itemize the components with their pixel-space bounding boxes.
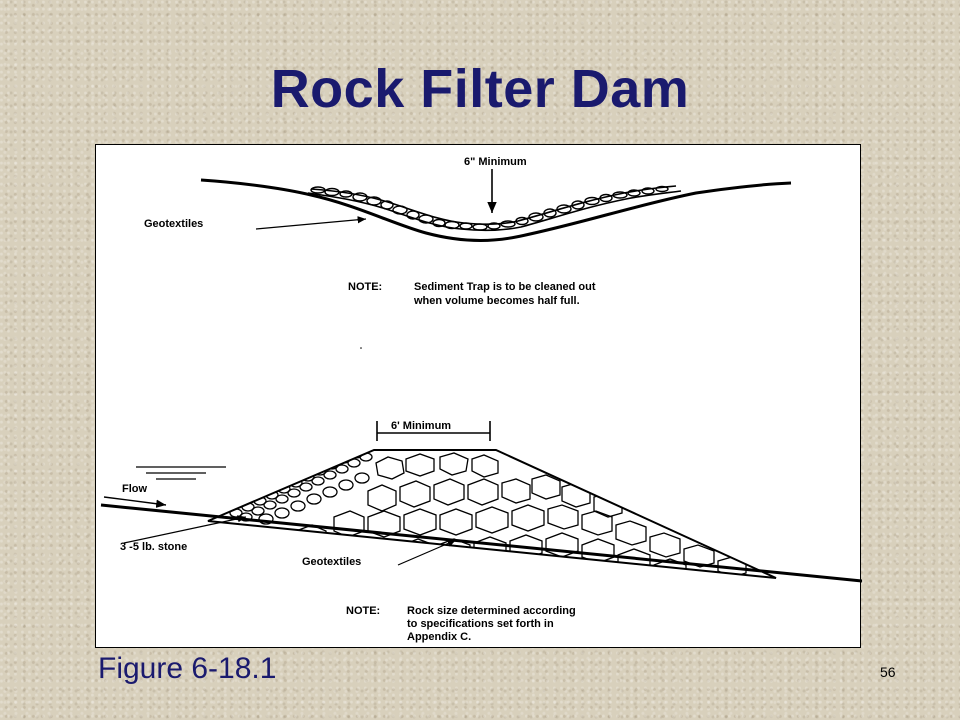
bottom-note-line3: Appendix C. (407, 631, 471, 643)
top-note-line1: Sediment Trap is to be cleaned out (414, 281, 596, 293)
bottom-cross-section: Flow (100, 420, 862, 643)
stone-arrow (123, 515, 247, 544)
crest-min-label: 6' Minimum (391, 420, 451, 432)
bottom-note-line1: Rock size determined according (407, 605, 576, 617)
top-cross-section: 6" Minimum Geotextiles NOTE: Sediment Tr… (144, 156, 792, 349)
top-note-label: NOTE: (348, 281, 382, 293)
bottom-geotextiles-label: Geotextiles (302, 556, 361, 568)
top-geotextiles-label: Geotextiles (144, 218, 203, 230)
diagram-panel: 6" Minimum Geotextiles NOTE: Sediment Tr… (95, 144, 862, 648)
top-geotextiles-arrow (255, 216, 367, 230)
figure-caption: Figure 6-18.1 (98, 652, 277, 685)
crest-width-bracket (376, 421, 491, 441)
speck (360, 347, 362, 349)
water-surface (136, 466, 226, 480)
top-note-line2: when volume becomes half full. (413, 295, 580, 307)
rock-filter-dam-diagram: 6" Minimum Geotextiles NOTE: Sediment Tr… (100, 156, 862, 643)
flow-label: Flow (122, 483, 147, 495)
page-number: 56 (880, 664, 896, 680)
bottom-geotextiles-arrow (397, 539, 457, 566)
dam-body (207, 449, 777, 579)
top-min-label: 6" Minimum (464, 156, 527, 168)
stone-size-label: 3 -5 lb. stone (120, 541, 187, 553)
ground-line (200, 178, 792, 242)
bottom-note-line2: to specifications set forth in (407, 618, 554, 630)
bottom-note-label: NOTE: (346, 605, 380, 617)
rock-layer (307, 185, 682, 232)
slide-title: Rock Filter Dam (270, 59, 690, 119)
ground-slope-line (100, 503, 862, 583)
flow-arrow (103, 496, 167, 508)
